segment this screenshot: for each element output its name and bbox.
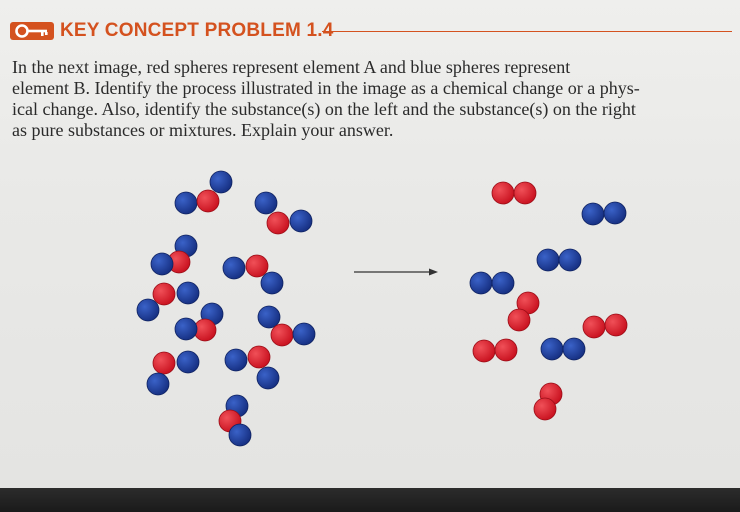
problem-text: In the next image, red spheres represent… xyxy=(12,57,640,140)
red-sphere-element-a xyxy=(491,181,515,205)
blue-sphere-element-b xyxy=(254,191,278,215)
molecule-illustration xyxy=(136,170,628,447)
arrow-right-icon xyxy=(354,268,438,276)
right-mixture xyxy=(469,181,628,421)
blue-sphere-element-b xyxy=(491,271,515,295)
blue-sphere-element-b xyxy=(257,305,281,329)
red-sphere-element-a xyxy=(247,345,271,369)
left-molecule xyxy=(254,191,313,235)
right-molecule xyxy=(536,248,582,272)
right-molecule xyxy=(540,337,586,361)
key-icon xyxy=(10,22,54,40)
right-molecule xyxy=(533,382,563,421)
red-sphere-element-a xyxy=(604,313,628,337)
right-molecule xyxy=(507,291,540,332)
red-sphere-element-a xyxy=(266,211,290,235)
red-sphere-element-a xyxy=(472,339,496,363)
blue-sphere-element-b xyxy=(558,248,582,272)
blue-sphere-element-b xyxy=(289,209,313,233)
blue-sphere-element-b xyxy=(540,337,564,361)
blue-sphere-element-b xyxy=(256,366,280,390)
red-sphere-element-a xyxy=(270,323,294,347)
red-sphere-element-a xyxy=(513,181,537,205)
blue-sphere-element-b xyxy=(581,202,605,226)
right-molecule xyxy=(581,201,627,226)
blue-sphere-element-b xyxy=(222,256,246,280)
red-sphere-element-a xyxy=(152,351,176,375)
problem-header: KEY CONCEPT PROBLEM 1.4 xyxy=(6,18,734,46)
left-molecule xyxy=(146,350,200,396)
blue-sphere-element-b xyxy=(469,271,493,295)
blue-sphere-element-b xyxy=(176,350,200,374)
blue-sphere-element-b xyxy=(562,337,586,361)
red-sphere-element-a xyxy=(582,315,606,339)
right-molecule xyxy=(491,181,537,205)
header-rule xyxy=(322,31,732,32)
red-sphere-element-a xyxy=(152,282,176,306)
blue-sphere-element-b xyxy=(146,372,170,396)
blue-sphere-element-b xyxy=(224,348,248,372)
red-sphere-element-a xyxy=(245,254,269,278)
blue-sphere-element-b xyxy=(228,423,252,447)
blue-sphere-element-b xyxy=(603,201,627,225)
blue-sphere-element-b xyxy=(292,322,316,346)
left-molecule xyxy=(174,302,224,342)
blue-sphere-element-b xyxy=(174,191,198,215)
blue-sphere-element-b xyxy=(536,248,560,272)
blue-sphere-element-b xyxy=(209,170,233,194)
left-molecule xyxy=(218,394,252,447)
left-molecule xyxy=(174,170,233,215)
red-sphere-element-a xyxy=(533,397,557,421)
left-molecule xyxy=(136,281,200,322)
right-molecule xyxy=(472,338,518,363)
textbook-page: KEY CONCEPT PROBLEM 1.4 In the next imag… xyxy=(0,0,740,488)
bottom-edge xyxy=(0,488,740,512)
left-molecule xyxy=(222,254,284,295)
blue-sphere-element-b xyxy=(176,281,200,305)
problem-title: KEY CONCEPT PROBLEM 1.4 xyxy=(60,20,334,41)
blue-sphere-element-b xyxy=(260,271,284,295)
red-sphere-element-a xyxy=(507,308,531,332)
red-sphere-element-a xyxy=(494,338,518,362)
left-molecule xyxy=(150,234,198,276)
left-molecule xyxy=(257,305,316,347)
right-molecule xyxy=(582,313,628,339)
blue-sphere-element-b xyxy=(136,298,160,322)
blue-sphere-element-b xyxy=(150,252,174,276)
blue-sphere-element-b xyxy=(174,317,198,341)
right-molecule xyxy=(469,271,515,295)
left-molecule xyxy=(224,345,280,390)
red-sphere-element-a xyxy=(196,189,220,213)
left-mixture xyxy=(136,170,316,447)
